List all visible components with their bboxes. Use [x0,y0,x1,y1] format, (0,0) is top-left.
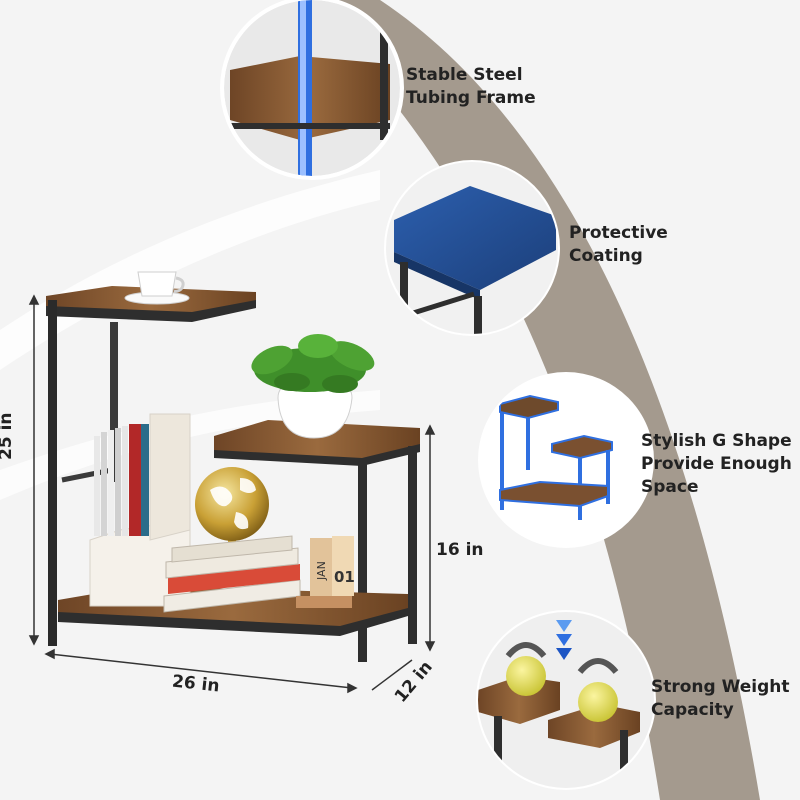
feature-label-weight: Strong Weight Capacity [651,676,790,722]
dimension-height-lower: 16 in [436,540,484,560]
feature-label-frame: Stable Steel Tubing Frame [406,64,536,110]
kettlebell-load-icon [476,610,656,790]
dimension-lines [28,294,436,694]
feature-shape-line-1: Stylish G Shape [641,431,792,451]
dimension-height-total: 25 in [0,412,16,460]
feature-weight-line-1: Strong Weight [651,677,790,697]
background-band [300,0,760,800]
potted-plant [251,334,375,439]
wood-top-closeup-icon [384,160,560,336]
book-stack [163,535,301,613]
feature-weight-line-2: Capacity [651,700,734,720]
feature-frame-line-1: Stable Steel [406,65,523,85]
calendar-month: JAN [315,561,328,581]
desk-calendar: JAN 01 [296,536,355,608]
magazine-holder [89,413,191,607]
g-shape-table-icon [478,372,654,548]
side-table [46,286,420,662]
feature-frame-line-2: Tubing Frame [406,88,536,108]
steel-frame-closeup-icon [220,0,404,180]
feature-shape-line-2: Provide Enough [641,454,792,474]
feature-coating-line-2: Coating [569,246,643,266]
feature-shape-line-3: Space [641,477,699,497]
background-band-light [0,170,380,370]
feature-label-shape: Stylish G Shape Provide Enough Space [641,430,792,499]
feature-coating-line-1: Protective [569,223,668,243]
calendar-day: 01 [334,568,355,586]
feature-label-coating: Protective Coating [569,222,668,268]
coffee-cup [124,271,190,305]
